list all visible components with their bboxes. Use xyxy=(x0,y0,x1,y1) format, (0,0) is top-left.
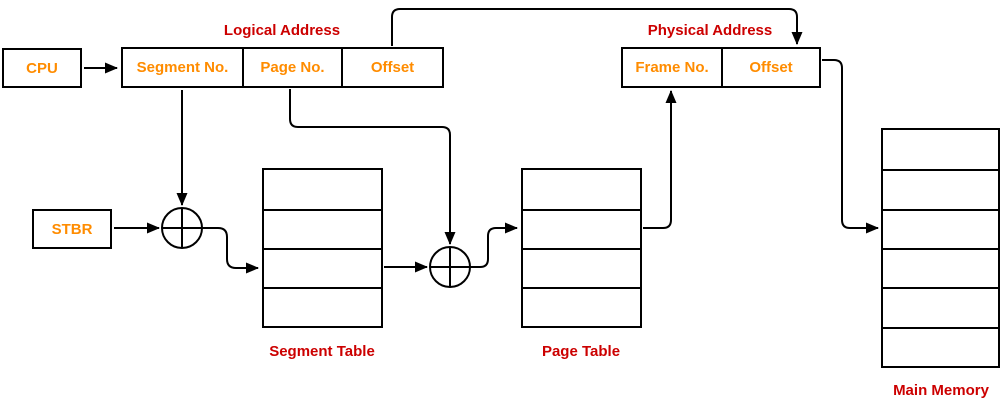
arrow-logical-offset-to-physical-offset xyxy=(391,8,803,46)
arrow-physical-offset-to-main-memory xyxy=(822,59,879,234)
table-row xyxy=(883,169,998,208)
cpu-box: CPU xyxy=(2,48,82,88)
table-row xyxy=(264,248,381,287)
physical-address-label: Physical Address xyxy=(647,22,773,39)
physical-address-offset-cell: Offset xyxy=(721,47,821,88)
segment-table xyxy=(262,168,383,328)
table-row xyxy=(523,170,640,209)
table-row xyxy=(264,287,381,326)
arrow-segment-adder-to-segment-table xyxy=(202,227,259,274)
table-row xyxy=(883,287,998,326)
table-row xyxy=(883,247,998,287)
table-row xyxy=(523,248,640,287)
arrow-page-no-to-page-adder xyxy=(289,89,456,245)
main-memory-label: Main Memory xyxy=(893,382,989,399)
table-row xyxy=(523,287,640,326)
logical-address-label: Logical Address xyxy=(223,22,341,39)
table-row xyxy=(523,209,640,248)
segment-adder-icon xyxy=(161,207,203,249)
stbr-box: STBR xyxy=(32,209,112,249)
main-memory-table xyxy=(881,128,1000,368)
logical-address-offset-cell: Offset xyxy=(341,47,444,88)
page-adder-icon xyxy=(429,246,471,288)
logical-address-page-no-cell: Page No. xyxy=(242,47,343,88)
arrow-page-table-to-frame-no xyxy=(643,90,677,229)
physical-address-frame-no-cell: Frame No. xyxy=(621,47,723,88)
table-row xyxy=(264,209,381,248)
page-table xyxy=(521,168,642,328)
table-row xyxy=(883,208,998,248)
table-row xyxy=(264,170,381,209)
table-row xyxy=(883,326,998,366)
arrow-page-adder-to-page-table xyxy=(470,222,518,268)
page-table-label: Page Table xyxy=(541,343,621,360)
segment-table-label: Segment Table xyxy=(269,343,375,360)
table-row xyxy=(883,130,998,169)
logical-address-segment-no-cell: Segment No. xyxy=(121,47,244,88)
